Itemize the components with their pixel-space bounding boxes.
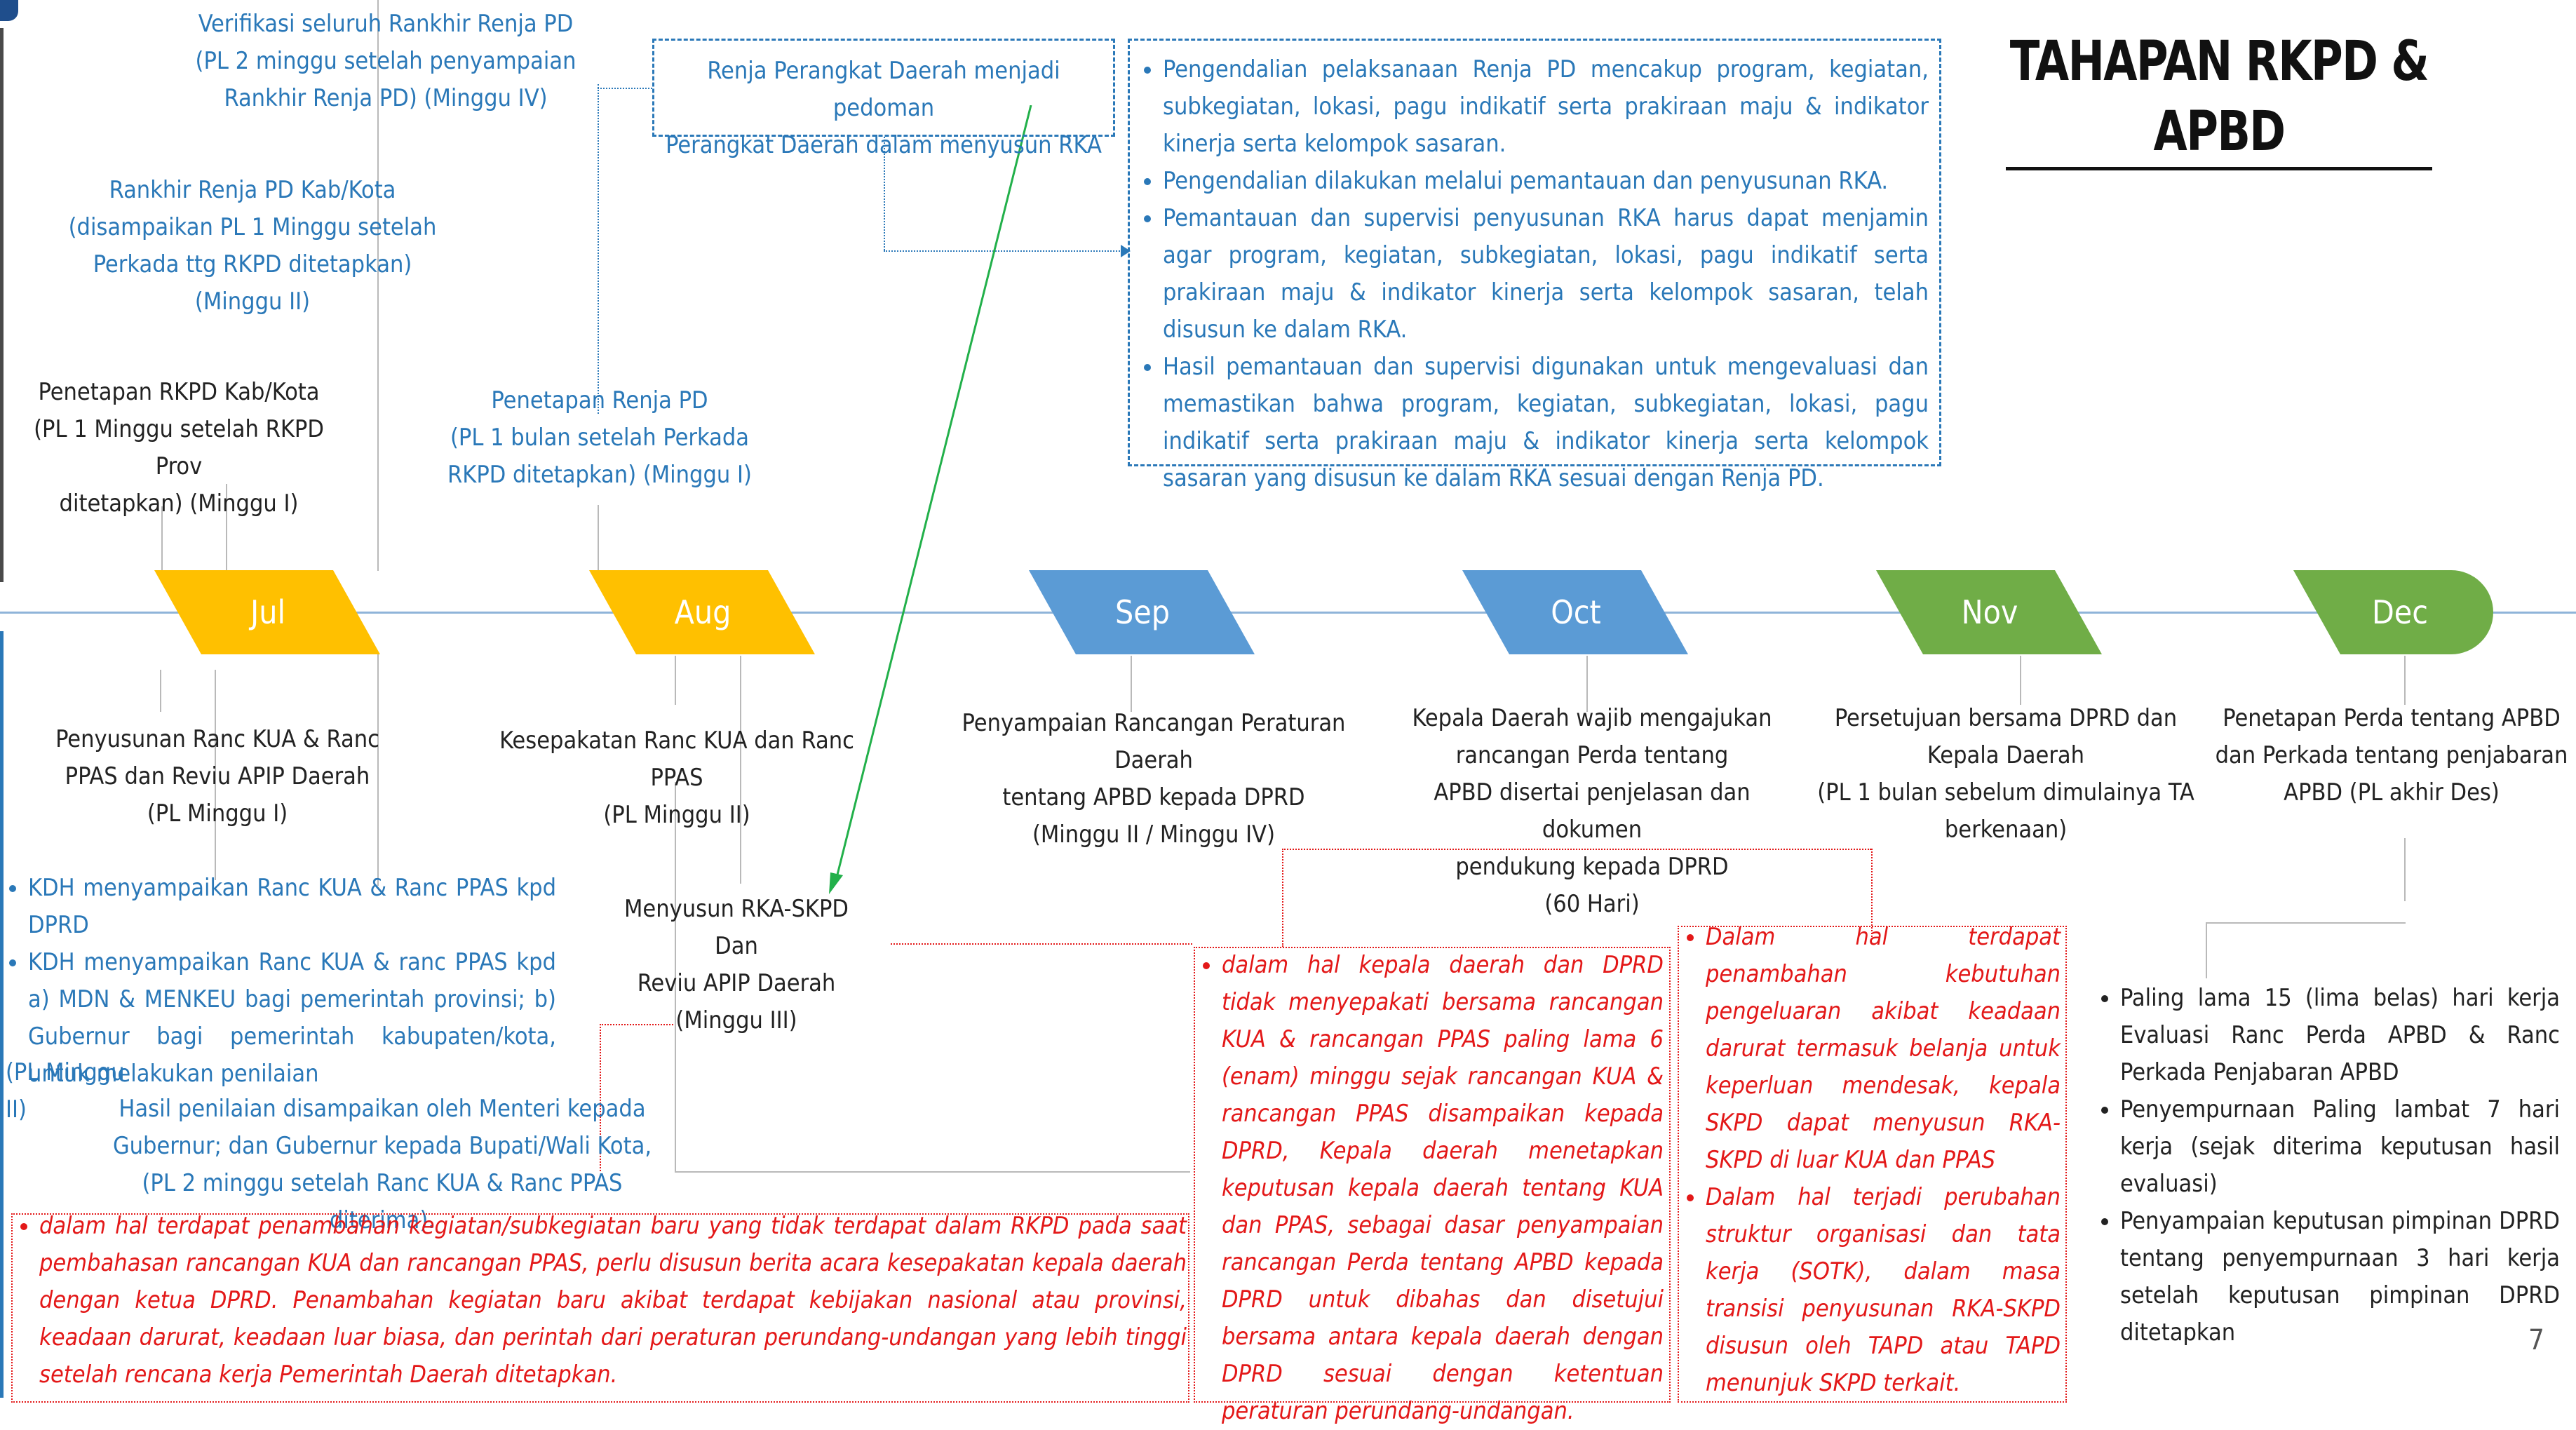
month-label-dec: Dec [2371, 593, 2429, 631]
connector [377, 654, 379, 886]
left-edge-bar-blue [0, 631, 4, 1398]
green-arrow-icon [829, 105, 1032, 894]
kesepakatan-text: Kesepakatan Ranc KUA dan Ranc PPAS(PL Mi… [499, 727, 854, 829]
pengendalian-item: Pemantauan dan supervisi penyusunan RKA … [1163, 200, 1929, 349]
logo-fragment [0, 0, 18, 21]
connector [600, 1024, 601, 1171]
month-shape-sep [1029, 570, 1255, 654]
connector [1131, 656, 1132, 712]
connector [884, 137, 885, 250]
connector [675, 1171, 1190, 1173]
connector [2020, 656, 2021, 705]
dec-item: Penyampaian keputusan pimpinan DPRD tent… [2120, 1203, 2560, 1351]
page-number: 7 [2528, 1324, 2544, 1356]
timeline-axis [0, 612, 2576, 614]
connector [2206, 922, 2406, 924]
month-label-nov: Nov [1961, 593, 2018, 631]
red-right-note: Dalam hal terdapat penambahan kebutuhan … [1682, 919, 2061, 1402]
connector [598, 88, 652, 89]
red-bottom-note: dalam hal terdapat penambahan kegiatan/s… [15, 1208, 1187, 1394]
kdh-item: KDH menyampaikan Ranc KUA & Ranc PPAS kp… [28, 870, 556, 944]
month-shape-oct [1462, 570, 1688, 654]
rankhir-renja-text: Rankhir Renja PD Kab/Kota(disampaikan PL… [68, 176, 437, 316]
connector [1282, 849, 1871, 850]
pengendalian-item: Pengendalian dilakukan melalui pemantaua… [1163, 163, 1929, 200]
connector [161, 506, 163, 571]
red-middle-note: dalam hal kepala daerah dan DPRD tidak m… [1198, 947, 1664, 1430]
red-right-item: Dalam hal terjadi perubahan struktur org… [1706, 1179, 2061, 1402]
left-edge-bar [0, 28, 4, 582]
month-label-jul: Jul [250, 593, 285, 631]
red-right-item: Dalam hal terdapat penambahan kebutuhan … [1706, 919, 2061, 1179]
connector [215, 670, 216, 880]
month-shape-jul [154, 570, 380, 654]
page-title: TAHAPAN RKPD & APBD [2006, 27, 2432, 170]
penetapan-rkpd-text: Penetapan RKPD Kab/Kota(PL 1 Minggu sete… [34, 378, 324, 518]
pengendalian-list: Pengendalian pelaksanaan Renja PD mencak… [1136, 51, 1929, 497]
connector [160, 670, 161, 712]
dec-item: Penyempurnaan Paling lambat 7 hari kerja… [2120, 1091, 2560, 1203]
month-label-oct: Oct [1551, 593, 1601, 631]
connector [2404, 838, 2406, 901]
month-shape-nov [1876, 570, 2102, 654]
renja-pedoman-box [652, 39, 1115, 137]
month-label-sep: Sep [1114, 593, 1171, 631]
kdh-item: KDH menyampaikan Ranc KUA & ranc PPAS kp… [28, 944, 556, 1093]
month-label-aug: Aug [674, 593, 731, 631]
pl-minggu-ii-text: (PL Minggu II) [6, 1058, 125, 1124]
connector [2404, 656, 2406, 705]
connector [598, 505, 599, 571]
kdh-list: KDH menyampaikan Ranc KUA & Ranc PPAS kp… [6, 870, 556, 1093]
connector [891, 943, 1192, 945]
dec-list: Paling lama 15 (lima belas) hari kerja E… [2093, 980, 2560, 1351]
pengendalian-item: Pengendalian pelaksanaan Renja PD mencak… [1163, 51, 1929, 163]
red-middle-item: dalam hal kepala daerah dan DPRD tidak m… [1222, 947, 1664, 1430]
month-shape-dec [2293, 570, 2493, 654]
verifikasi-rankhir-text: Verifikasi seluruh Rankhir Renja PD(PL 2… [195, 10, 576, 112]
pengendalian-item: Hasil pemantauan dan supervisi digunakan… [1163, 349, 1929, 497]
connector [1871, 849, 1873, 940]
connector [1586, 656, 1588, 712]
connector [600, 1024, 673, 1025]
red-bottom-item: dalam hal terdapat penambahan kegiatan/s… [39, 1208, 1187, 1394]
dec-item: Paling lama 15 (lima belas) hari kerja E… [2120, 980, 2560, 1091]
connector [675, 782, 676, 1171]
pengendalian-box [1128, 39, 1941, 466]
connector [226, 484, 227, 571]
month-shape-aug [589, 570, 815, 654]
connector [2206, 922, 2207, 978]
connector [675, 656, 676, 705]
connector [740, 656, 741, 884]
connector [598, 84, 599, 414]
connector [1282, 849, 1283, 947]
penetapan-renja-text: Penetapan Renja PD(PL 1 bulan setelah Pe… [447, 386, 752, 489]
hasil-penilaian-text: Hasil penilaian disampaikan oleh Menteri… [112, 1095, 652, 1234]
connector [377, 0, 379, 571]
connector [884, 250, 1122, 252]
